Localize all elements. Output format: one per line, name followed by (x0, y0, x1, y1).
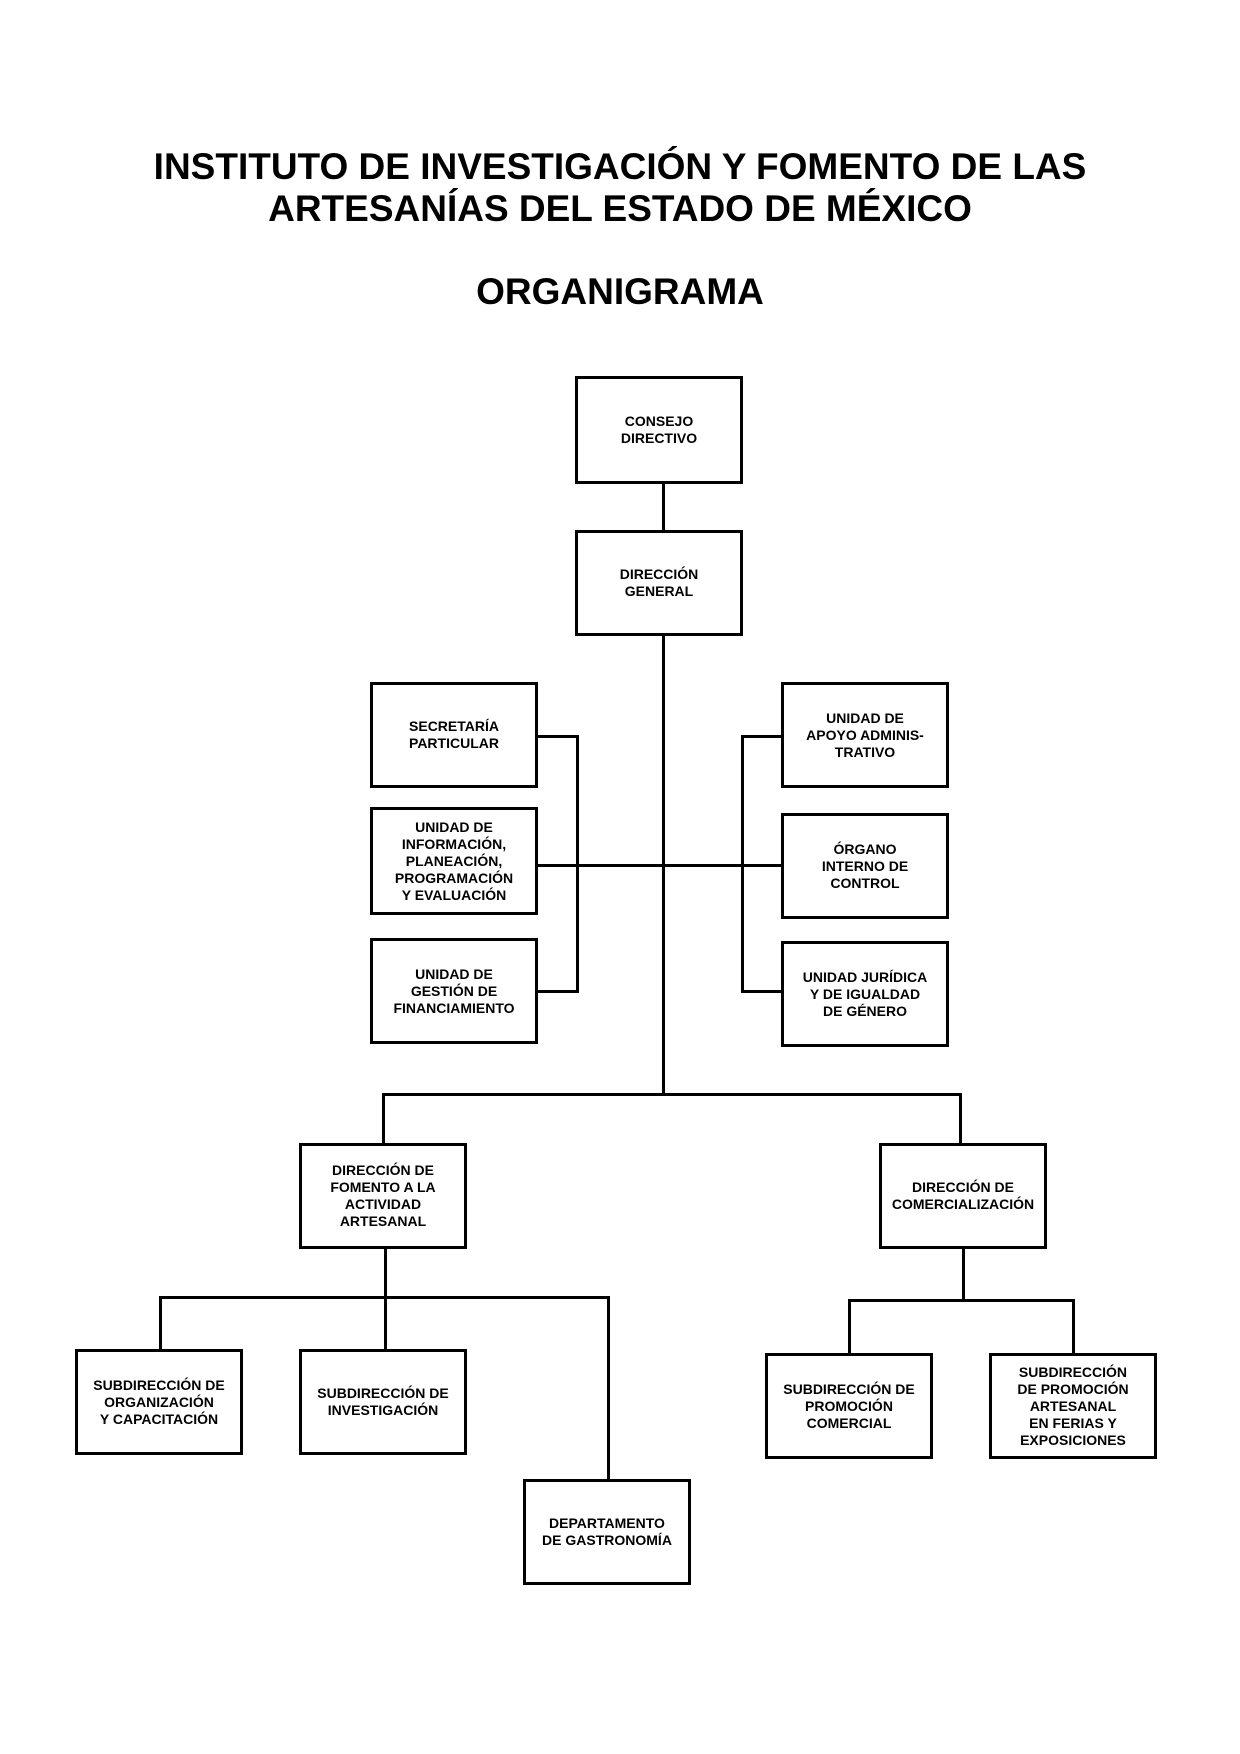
node-direccion-general: DIRECCIÓN GENERAL (575, 530, 743, 636)
node-label: DIRECCIÓN GENERAL (619, 566, 699, 599)
node-label: SUBDIRECCIÓN DE ORGANIZACIÓN Y CAPACITAC… (93, 1376, 225, 1427)
page-title-line-2: ARTESANÍAS DEL ESTADO DE MÉXICO (268, 188, 972, 229)
connector-right-staff-top (741, 735, 784, 738)
node-label: DIRECCIÓN DE FOMENTO A LA ACTIVIDAD ARTE… (330, 1162, 436, 1229)
node-unidad-apoyo-administrativo: UNIDAD DE APOYO ADMINIS- TRATIVO (781, 682, 949, 788)
connector-right-staff-bottom (741, 990, 784, 993)
connector-promocion-artesanal-vertical (1072, 1299, 1075, 1356)
node-label: SUBDIRECCIÓN DE PROMOCIÓN COMERCIAL (783, 1380, 915, 1431)
node-label: CONSEJO DIRECTIVO (620, 413, 698, 446)
connector-investigacion-vertical (384, 1296, 387, 1351)
node-subdireccion-investigacion: SUBDIRECCIÓN DE INVESTIGACIÓN (299, 1349, 467, 1455)
node-label: UNIDAD JURÍDICA Y DE IGUALDAD DE GÉNERO (802, 968, 928, 1019)
node-consejo-directivo: CONSEJO DIRECTIVO (575, 376, 743, 484)
connector-left-staff-top (536, 735, 579, 738)
page-subtitle: ORGANIGRAMA (476, 271, 764, 312)
connector-gastronomia-vertical (607, 1296, 610, 1483)
connector-comercializacion-vertical (959, 1093, 962, 1147)
page-title-line-1: INSTITUTO DE INVESTIGACIÓN Y FOMENTO DE … (153, 146, 1087, 187)
connector-comercializacion-children-horizontal (848, 1299, 1075, 1302)
node-secretaria-particular: SECRETARÍA PARTICULAR (370, 682, 538, 788)
node-label: DEPARTAMENTO DE GASTRONOMÍA (542, 1515, 672, 1548)
node-unidad-informacion: UNIDAD DE INFORMACIÓN, PLANEACIÓN, PROGR… (370, 807, 538, 915)
node-label: SUBDIRECCIÓN DE INVESTIGACIÓN (317, 1385, 449, 1418)
connector-promocion-comercial-vertical (848, 1299, 851, 1356)
node-subdireccion-promocion-comercial: SUBDIRECCIÓN DE PROMOCIÓN COMERCIAL (765, 1353, 933, 1459)
node-label: SECRETARÍA PARTICULAR (409, 718, 499, 751)
node-unidad-juridica: UNIDAD JURÍDICA Y DE IGUALDAD DE GÉNERO (781, 941, 949, 1047)
node-departamento-gastronomia: DEPARTAMENTO DE GASTRONOMÍA (523, 1479, 691, 1585)
node-label: SUBDIRECCIÓN DE PROMOCIÓN ARTESANAL EN F… (1017, 1363, 1129, 1448)
connector-directions-horizontal (382, 1093, 962, 1096)
node-subdireccion-promocion-artesanal: SUBDIRECCIÓN DE PROMOCIÓN ARTESANAL EN F… (989, 1353, 1157, 1459)
node-label: ÓRGANO INTERNO DE CONTROL (821, 840, 909, 891)
node-label: UNIDAD DE APOYO ADMINIS- TRATIVO (806, 709, 924, 760)
connector-comercializacion-down (962, 1249, 965, 1302)
connector-consejo-direccion (662, 484, 665, 534)
node-organo-interno-control: ÓRGANO INTERNO DE CONTROL (781, 813, 949, 919)
node-direccion-comercializacion: DIRECCIÓN DE COMERCIALIZACIÓN (879, 1143, 1047, 1249)
connector-fomento-vertical (382, 1093, 385, 1147)
node-unidad-financiamiento: UNIDAD DE GESTIÓN DE FINANCIAMIENTO (370, 938, 538, 1044)
connector-organizacion-vertical (159, 1296, 162, 1351)
node-label: DIRECCIÓN DE COMERCIALIZACIÓN (891, 1179, 1035, 1212)
node-label: UNIDAD DE INFORMACIÓN, PLANEACIÓN, PROGR… (394, 818, 514, 903)
connector-staff-horizontal (536, 864, 784, 867)
connector-fomento-down (384, 1249, 387, 1299)
connector-left-staff-bottom (536, 990, 579, 993)
node-direccion-fomento: DIRECCIÓN DE FOMENTO A LA ACTIVIDAD ARTE… (299, 1143, 467, 1249)
node-label: UNIDAD DE GESTIÓN DE FINANCIAMIENTO (393, 965, 515, 1016)
node-subdireccion-organizacion: SUBDIRECCIÓN DE ORGANIZACIÓN Y CAPACITAC… (75, 1349, 243, 1455)
